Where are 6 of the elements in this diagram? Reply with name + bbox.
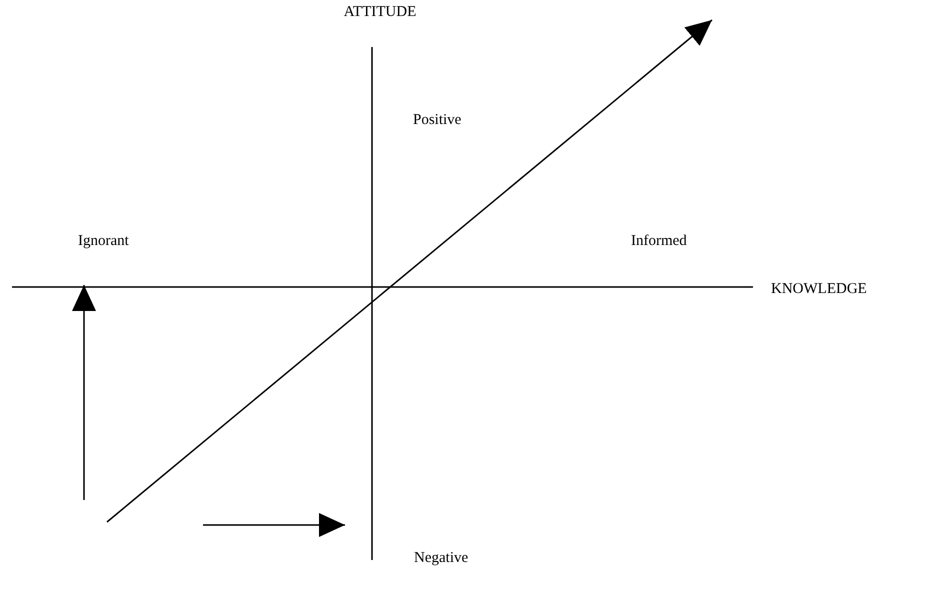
axis-label: Ignorant [78, 232, 129, 250]
axis-label: ATTITUDE [344, 3, 416, 21]
axis-label: KNOWLEDGE [771, 280, 867, 298]
axis-label: Negative [414, 549, 468, 567]
axis-label: Informed [631, 232, 687, 250]
axis-label: Positive [413, 111, 462, 129]
